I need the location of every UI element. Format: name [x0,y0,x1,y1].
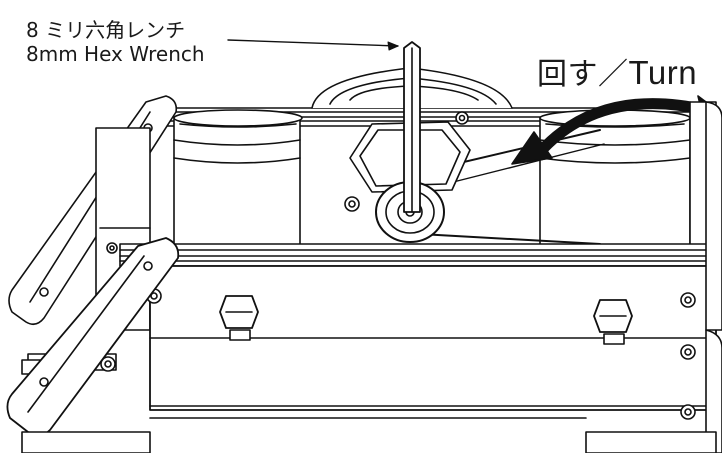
left-roller [173,109,303,251]
wrench-label-ja: 8 ミリ六角レンチ [26,18,186,42]
hex-wrench [403,41,421,213]
front-bolt-left [219,295,259,341]
front-bolt-right [593,299,633,345]
turn-label-en: Turn [628,54,698,91]
turn-label: 回す／Turn [537,56,697,90]
base-feet [21,417,717,453]
wrench-leader-line [227,39,399,51]
wrench-label-en: 8mm Hex Wrench [26,42,205,66]
right-side-arm [705,101,722,453]
lower-cross-rail [119,243,717,267]
turn-label-ja: 回す／ [537,57,629,92]
